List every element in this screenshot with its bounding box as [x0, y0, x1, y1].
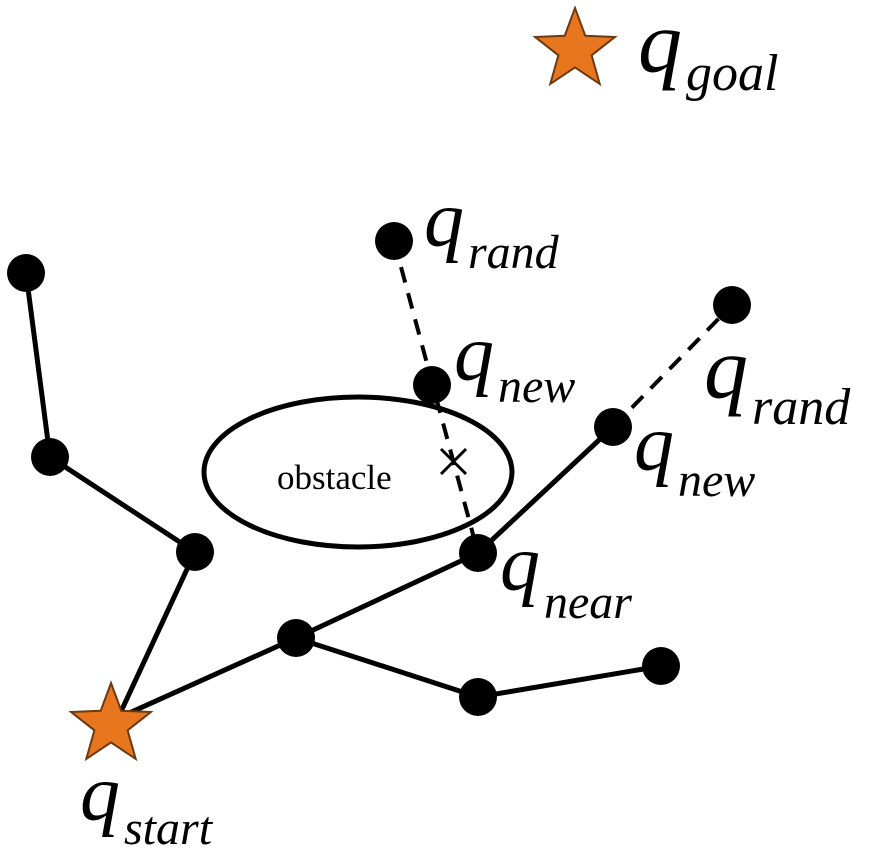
- label-q-rand-1: qrand: [424, 176, 560, 279]
- label-q-goal: qgoal: [638, 0, 778, 102]
- label-q-rand-2: qrand: [704, 321, 851, 436]
- obstacle-label: obstacle: [277, 458, 392, 497]
- edge: [115, 635, 299, 721]
- edge: [293, 550, 481, 641]
- tree-edges: [23, 270, 664, 721]
- obstacle-ellipse: [201, 394, 515, 550]
- edge: [293, 635, 481, 700]
- edge: [475, 663, 664, 700]
- tree-node: [176, 533, 214, 571]
- node-q-new-1: [413, 366, 451, 404]
- edge: [47, 454, 198, 555]
- tree-node: [7, 254, 45, 292]
- edge: [23, 270, 53, 460]
- goal-star-icon: [532, 5, 618, 87]
- collision-cross-icon: [439, 447, 468, 476]
- dashed-edges: [392, 240, 734, 554]
- label-q-new-1: qnew: [454, 310, 575, 413]
- edge: [475, 424, 616, 556]
- node-q-rand-2: [713, 286, 751, 324]
- tree-node: [642, 647, 680, 685]
- node-q-near: [459, 534, 497, 572]
- tree-node: [31, 438, 69, 476]
- tree-nodes: [7, 222, 751, 716]
- start-star-icon: [68, 680, 154, 762]
- label-q-start: qstart: [80, 750, 214, 855]
- node-q-rand-1: [375, 222, 413, 260]
- edge: [115, 549, 198, 721]
- label-q-near: qnear: [500, 520, 632, 629]
- tree-node: [459, 678, 497, 716]
- node-q-new-2: [594, 408, 632, 446]
- dashed-edge-rand2: [611, 303, 734, 429]
- label-q-new-2: qnew: [634, 400, 755, 507]
- tree-node: [277, 619, 315, 657]
